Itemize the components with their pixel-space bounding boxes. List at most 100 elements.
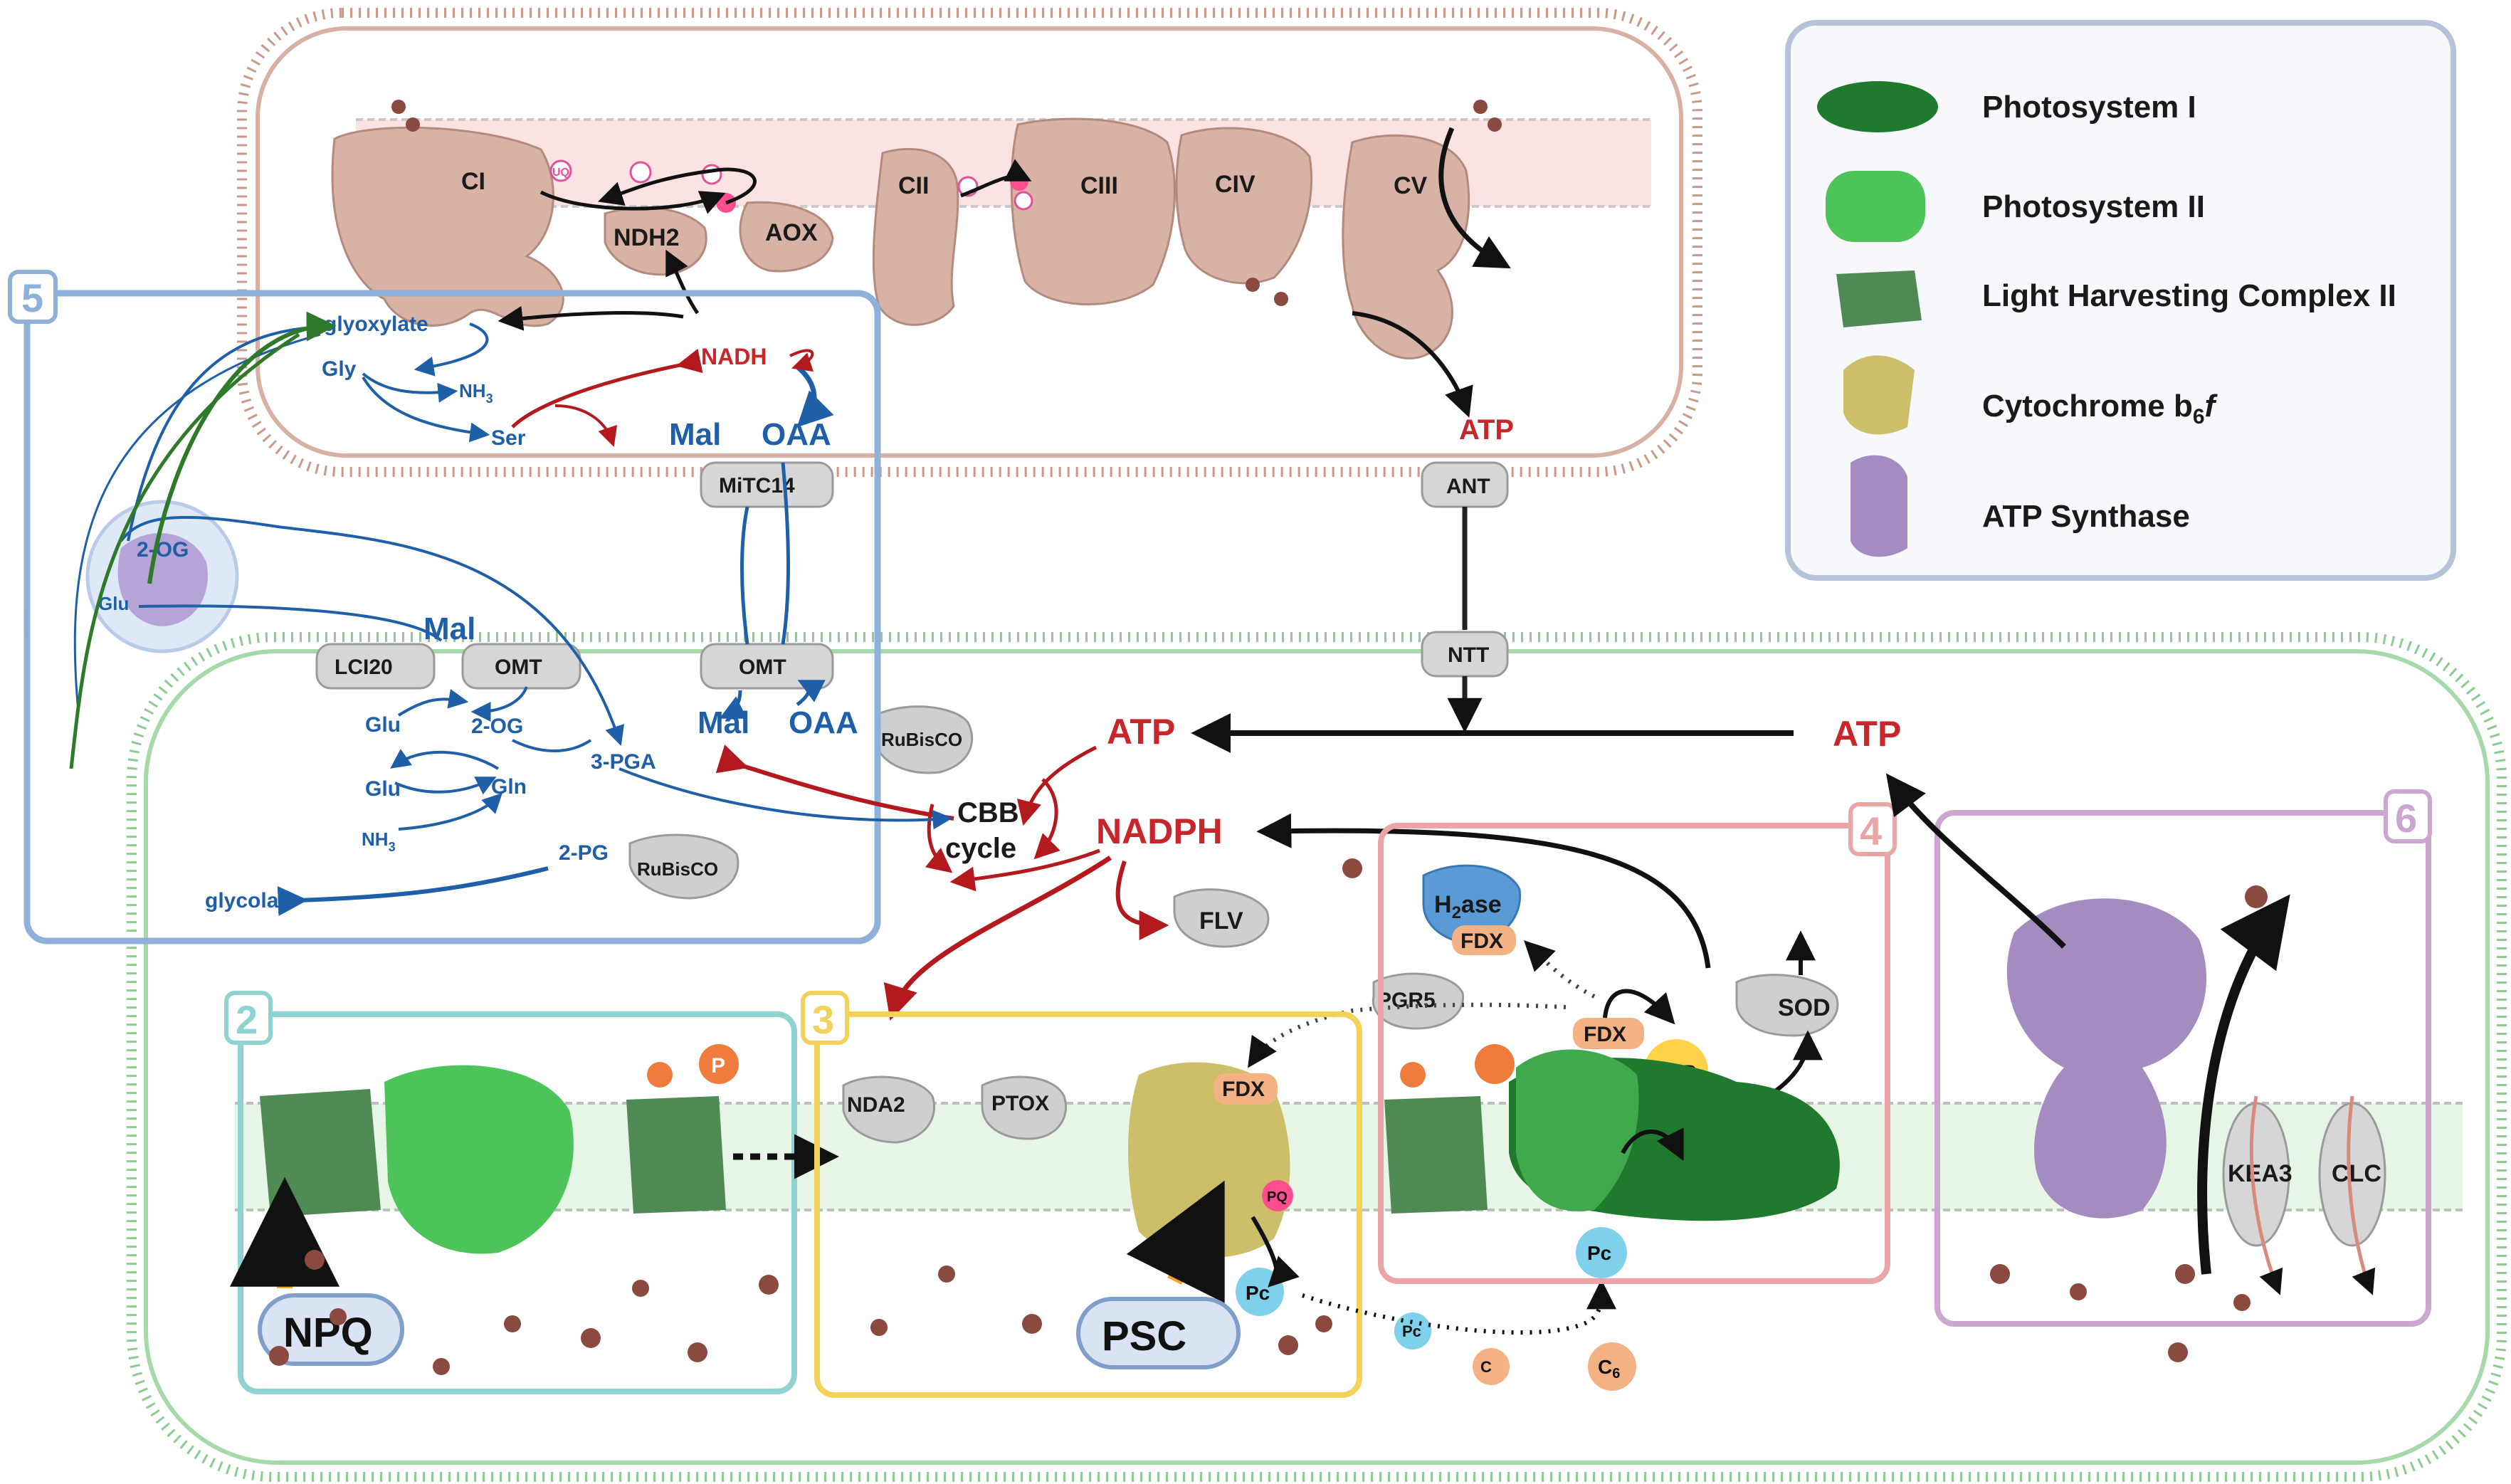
hydrogenase-shape <box>1422 864 1522 944</box>
box-3-number: 3 <box>812 997 834 1042</box>
omt-label-left: OMT <box>495 656 542 679</box>
fdx-on-psi <box>1573 1018 1644 1049</box>
glyoxylate-label: glyoxylate <box>324 312 428 336</box>
atp-synthase-shape <box>2006 898 2207 1219</box>
box-6-number: 6 <box>2395 796 2417 841</box>
aox-label: AOX <box>765 219 818 246</box>
legend-ps2-label: Photosystem II <box>1982 189 2205 224</box>
nda2-shape <box>842 1075 936 1144</box>
nadph-label: NADPH <box>1096 811 1223 851</box>
complex-iii-label: CIII <box>1080 172 1118 199</box>
fdx-on-h2ase <box>1452 925 1516 955</box>
ant-label: ANT <box>1446 475 1490 498</box>
aox-shape <box>739 201 834 273</box>
nadh-label: NADH <box>701 344 767 369</box>
clc-label: CLC <box>2332 1160 2381 1187</box>
lci20-label: LCI20 <box>335 656 393 679</box>
ser-label: Ser <box>491 426 526 450</box>
uq-label: UQ <box>552 167 569 179</box>
legend-lhcii-label: Light Harvesting Complex II <box>1982 278 2396 313</box>
ptox-shape <box>981 1075 1068 1140</box>
cbb-label-1: CBB <box>957 797 1019 828</box>
complex-iii-shape <box>1010 117 1176 306</box>
legend-cytb6f-label: Cytochrome b6f <box>1982 389 2218 428</box>
legend-box <box>1785 20 2456 581</box>
pc-label-2: Pc <box>1402 1322 1421 1340</box>
cytochrome-c6-shape <box>1588 1342 1636 1391</box>
gly-label: Gly <box>322 357 357 381</box>
box-5-frame <box>23 290 881 944</box>
box-3-psc: 3 NDA2 PTOX FDX PSC Pc PQ Pc C C6 <box>801 991 1636 1398</box>
rubisco-top-shape <box>874 705 974 774</box>
pq-label: PQ <box>1267 1189 1288 1205</box>
rubisco-bottom-label: RuBisCO <box>637 858 718 880</box>
psii-shape-box2 <box>384 1065 574 1254</box>
complex-ii-label: CII <box>898 172 929 199</box>
atp-synthase-icon <box>1851 455 1907 557</box>
glu-label: Glu <box>98 593 129 614</box>
ntt-label: NTT <box>1448 643 1489 667</box>
photosystem-i-icon <box>1817 81 1938 132</box>
legend-ps1-label: Photosystem I <box>1982 90 2196 125</box>
fdx-label-1: FDX <box>1460 930 1503 953</box>
complex-iv-shape <box>1175 127 1312 285</box>
fdx-on-cytb6f <box>1214 1073 1278 1105</box>
legend: Photosystem I Photosystem II Light Harve… <box>1785 20 2456 581</box>
lhcii-shape-box2 <box>260 1089 381 1217</box>
atp-right-label: ATP <box>1833 714 1901 754</box>
phosphate-label: P <box>711 1054 725 1078</box>
mal-label-mid: Mal <box>423 611 475 646</box>
twoog-label: 2-OG <box>137 538 189 562</box>
pc-label-3: Pc <box>1587 1242 1611 1264</box>
kea3-label: KEA3 <box>2228 1160 2292 1187</box>
sod-label: SOD <box>1778 994 1831 1021</box>
pgr5-label: PGR5 <box>1377 989 1436 1012</box>
cytochrome-b6f-icon <box>1843 355 1915 435</box>
mitc14-transporter <box>700 461 834 508</box>
complex-i-label: CI <box>461 168 485 195</box>
oaa-label-top: OAA <box>762 417 831 452</box>
box-5-number: 5 <box>21 275 43 320</box>
gln-label: Gln <box>491 775 527 799</box>
box-4-number: 4 <box>1860 809 1882 853</box>
proton-dots <box>269 100 2268 1375</box>
complex-iv-label: CIV <box>1215 171 1256 198</box>
glycolate-label: glycolate <box>205 889 298 912</box>
box-6-atp-synthase: 6 KEA3 CLC <box>1885 773 2432 1327</box>
omt-transporter-left <box>461 643 581 690</box>
c6-label: C6 <box>1598 1356 1620 1382</box>
psc-label: PSC <box>1102 1313 1186 1359</box>
lci20-transporter <box>315 643 436 690</box>
mito-inner-membrane <box>256 26 1683 458</box>
lhcii-shape-box4 <box>1384 1096 1488 1214</box>
npq-label: NPQ <box>283 1310 373 1356</box>
psi-inner-shape <box>1516 1049 1639 1211</box>
flv-label: FLV <box>1199 907 1243 935</box>
rubisco-bottom-shape <box>628 833 739 900</box>
box-2-npq: 2 NPQ P <box>224 991 839 1394</box>
npq-badge <box>258 1293 404 1366</box>
pc-on-psi <box>1576 1227 1627 1278</box>
h2ase-label: H2ase <box>1434 891 1502 922</box>
photosystem-ii-icon <box>1826 171 1925 242</box>
atp-left-label: ATP <box>1107 712 1175 752</box>
flv-shape <box>1173 888 1270 948</box>
legend-atp-synthase-label: ATP Synthase <box>1982 499 2190 534</box>
psc-badge <box>1076 1297 1241 1369</box>
lhcii-icon <box>1836 270 1922 327</box>
c6-label-small: C <box>1480 1358 1492 1376</box>
ndh2-label: NDH2 <box>614 224 680 251</box>
glu-label-2: Glu <box>365 713 401 737</box>
lhcii-shape-box2-b <box>626 1096 726 1214</box>
oaa-label-bottom: OAA <box>789 705 858 740</box>
omt-transporter-right <box>700 643 834 690</box>
box-4-psi: 4 Pc <box>1378 802 1897 1284</box>
nh3-label-a: NH3 <box>459 380 493 406</box>
phosphate-icon <box>699 1044 739 1084</box>
box-3-frame <box>814 1011 1362 1398</box>
cbb-label-2: cycle <box>945 833 1016 864</box>
ptox-label: PTOX <box>991 1092 1049 1115</box>
twoog-label-2: 2-OG <box>471 715 523 738</box>
mal-label-top: Mal <box>669 417 721 452</box>
